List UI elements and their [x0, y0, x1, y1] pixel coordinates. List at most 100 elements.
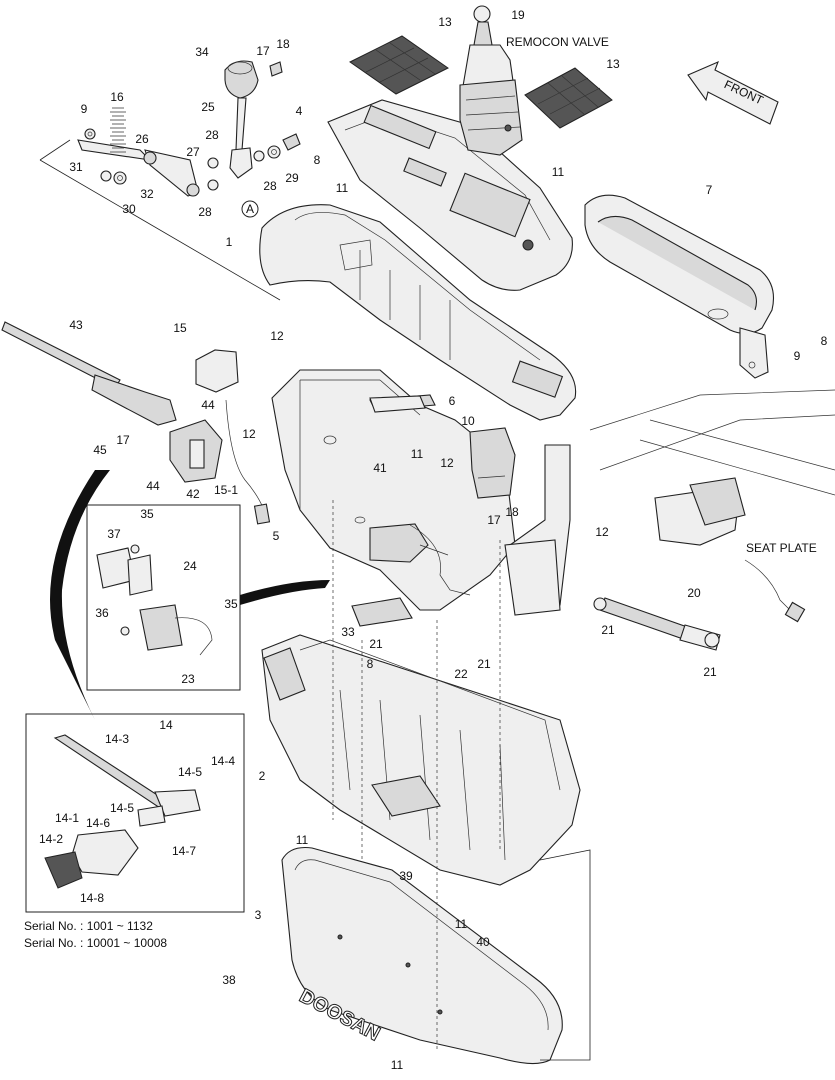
callout-14-1: 14-1 [55, 811, 79, 825]
callout-21c: 21 [477, 657, 491, 671]
callout-21d: 21 [703, 665, 717, 679]
wiring-connector [369, 523, 471, 596]
callout-11e: 11 [455, 917, 468, 931]
serial-note-1: Serial No. : 1001 ~ 1132 [24, 919, 153, 933]
callout-7: 7 [706, 183, 713, 197]
console-lower-body [259, 204, 577, 421]
callout-25: 25 [201, 100, 215, 114]
callout-17b: 17 [116, 433, 130, 447]
callout-34: 34 [195, 45, 209, 59]
callout-37: 37 [107, 527, 121, 541]
front-arrow: FRONT [687, 60, 779, 125]
switch-42 [169, 419, 223, 483]
callout-19: 19 [511, 8, 525, 22]
callout-27: 27 [186, 145, 200, 159]
callout-45: 45 [93, 443, 107, 457]
callout-9a: 9 [81, 102, 88, 116]
callout-1: 1 [226, 235, 233, 249]
callout-9b: 9 [794, 349, 801, 363]
callout-28b: 28 [198, 205, 212, 219]
callout-10: 10 [461, 414, 475, 428]
callout-23: 23 [181, 672, 195, 686]
control-cable [1, 321, 177, 426]
callout-12d: 12 [595, 525, 609, 539]
serial-note-2: Serial No. : 10001 ~ 10008 [24, 936, 167, 950]
callout-11b: 11 [552, 165, 565, 179]
callout-39: 39 [399, 869, 413, 883]
callout-28a: 28 [205, 128, 219, 142]
callout-2: 2 [259, 769, 266, 783]
callout-14-3: 14-3 [105, 732, 129, 746]
callout-14-2: 14-2 [39, 832, 63, 846]
side-cover: DOOSAN [281, 846, 563, 1065]
callout-12b: 12 [242, 427, 256, 441]
callout-15-1: 15-1 [214, 483, 238, 497]
callout-21a: 21 [601, 623, 615, 637]
inset-box-switch-14 [25, 713, 245, 913]
callout-35b: 35 [224, 597, 238, 611]
callout-38: 38 [222, 973, 236, 987]
callout-4: 4 [296, 104, 303, 118]
callout-14-8: 14-8 [80, 891, 104, 905]
callout-29: 29 [285, 171, 299, 185]
switch-panel-right [524, 67, 613, 129]
switch-15 [195, 349, 271, 525]
gas-spring [593, 597, 721, 651]
callout-14-4: 14-4 [211, 754, 235, 768]
callout-12c: 12 [440, 456, 454, 470]
callout-11c: 11 [411, 447, 424, 461]
callout-21b: 21 [369, 637, 383, 651]
callout-13a: 13 [438, 15, 452, 29]
ref-a-label: A [246, 202, 254, 216]
callout-11d: 11 [296, 833, 309, 847]
callout-17c: 17 [487, 513, 501, 527]
callout-18b: 18 [505, 505, 519, 519]
console-upper-cover [327, 99, 573, 291]
callout-6: 6 [449, 394, 456, 408]
callout-14-5b: 14-5 [110, 801, 134, 815]
callout-24: 24 [183, 559, 197, 573]
callout-36: 36 [95, 606, 109, 620]
lower-cover [261, 634, 581, 886]
callout-8c: 8 [367, 657, 374, 671]
callout-32: 32 [140, 187, 154, 201]
inset-pointer [50, 470, 330, 720]
callout-14-5a: 14-5 [178, 765, 202, 779]
lever-assembly [77, 60, 301, 197]
callout-26: 26 [135, 132, 149, 146]
callout-44a: 44 [201, 398, 215, 412]
switch-panel-left [349, 35, 449, 95]
callout-8a: 8 [314, 153, 321, 167]
leader-lines [39, 139, 591, 1061]
callout-14-7: 14-7 [172, 844, 196, 858]
right-bracket [504, 444, 571, 616]
callout-8b: 8 [821, 334, 828, 348]
callout-14: 14 [159, 718, 173, 732]
callout-30: 30 [122, 202, 136, 216]
remocon-valve [459, 5, 523, 156]
callout-18a: 18 [276, 37, 290, 51]
callout-16: 16 [110, 90, 124, 104]
callouts: 13 19 REMOCON VALVE 13 4 34 17 18 25 9 1… [24, 8, 828, 1072]
seat-plate [589, 389, 835, 623]
callout-15: 15 [173, 321, 187, 335]
callout-13b: 13 [606, 57, 620, 71]
callout-33: 33 [341, 625, 355, 639]
callout-14-6: 14-6 [86, 816, 110, 830]
callout-43: 43 [69, 318, 83, 332]
bracket-6 [369, 395, 426, 413]
callout-42: 42 [186, 487, 200, 501]
callout-35a: 35 [140, 507, 154, 521]
plate-33 [351, 597, 413, 627]
switch-10 [469, 427, 516, 499]
reference-a-top: A [241, 200, 259, 218]
callout-28c: 28 [263, 179, 277, 193]
callout-41: 41 [373, 461, 387, 475]
callout-11a: 11 [336, 181, 349, 195]
callout-40: 40 [476, 935, 490, 949]
callout-31: 31 [69, 160, 83, 174]
remocon-valve-label: REMOCON VALVE [506, 35, 609, 49]
callout-17a: 17 [256, 44, 270, 58]
